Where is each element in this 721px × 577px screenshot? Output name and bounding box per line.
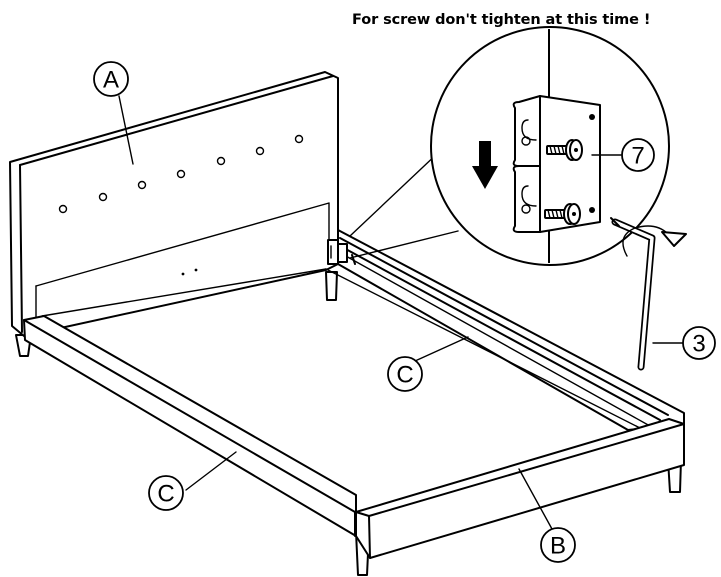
- svg-text:A: A: [103, 67, 119, 94]
- callout-c-right: C: [387, 356, 423, 392]
- svg-text:C: C: [396, 362, 413, 389]
- headboard: [9, 71, 339, 337]
- callout-c-left: C: [148, 475, 184, 511]
- svg-text:3: 3: [692, 331, 705, 358]
- screw-lower: [544, 203, 581, 225]
- allen-key: [610, 217, 656, 371]
- callout-7: 7: [621, 138, 655, 172]
- svg-text:B: B: [550, 533, 566, 560]
- callout-3: 3: [682, 326, 716, 360]
- footboard: [355, 418, 685, 559]
- headboard-bracket: [327, 239, 348, 265]
- side-rail-right: [337, 229, 685, 431]
- side-rail-left: [23, 315, 357, 537]
- svg-text:7: 7: [631, 143, 644, 170]
- arrow-down-icon: [472, 141, 498, 189]
- callout-b: B: [540, 527, 576, 563]
- warning-text: For screw don't tighten at this time !: [352, 12, 651, 28]
- svg-text:C: C: [157, 481, 174, 508]
- tufting-buttons: [58, 134, 304, 214]
- zoom-detail: [349, 26, 670, 266]
- screw-upper: [546, 139, 583, 161]
- platform-edge: [41, 268, 641, 429]
- rotate-arrow-icon: [622, 225, 687, 257]
- callout-a: A: [93, 61, 129, 97]
